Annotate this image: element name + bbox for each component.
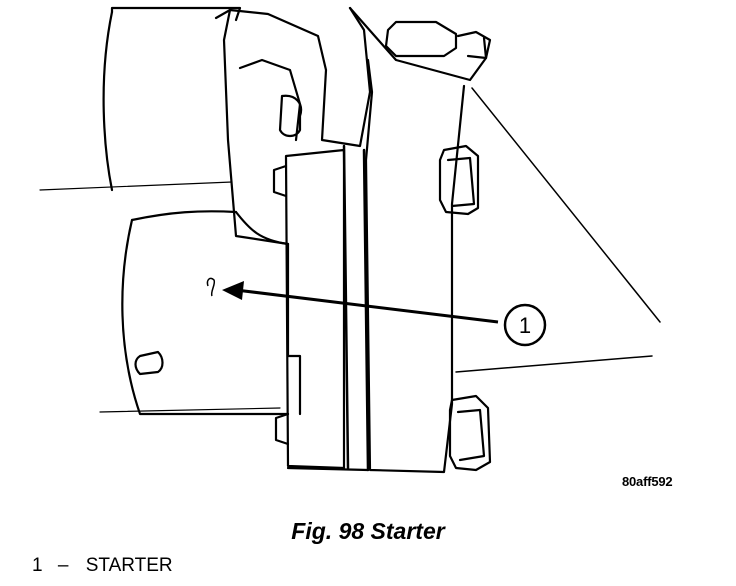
flange-outline [284, 148, 346, 470]
callout-number: 1 [519, 313, 531, 338]
starter-body-top [130, 210, 238, 222]
housing-top [348, 6, 488, 82]
mounting-plate-bottom [286, 466, 370, 472]
callout-arrow [206, 277, 499, 324]
starter-nose-slot [134, 350, 164, 376]
thin-line-upper [39, 181, 233, 191]
legend-label: STARTER [85, 555, 173, 576]
flange-stud-upper [272, 164, 288, 198]
flange-stud-lower [274, 412, 290, 446]
upper-bolt [438, 144, 480, 216]
legend-number: 1 [32, 555, 43, 576]
lower-bolt [448, 394, 492, 472]
legend-separator: – [57, 555, 69, 576]
top-bolt-washer [456, 30, 492, 60]
engine-block-outline [110, 6, 242, 22]
upper-bolt-face [446, 156, 476, 208]
thin-line-lower [99, 407, 281, 413]
legend-item: 1 – STARTER [32, 555, 173, 577]
housing-column [364, 58, 466, 474]
figure-caption: Fig. 98 Starter [291, 518, 445, 544]
callout-marker: 1 [503, 303, 547, 347]
bracket-rib [238, 58, 302, 142]
top-bolt [384, 20, 458, 58]
starter-illustration: 1 [39, 6, 661, 474]
block-right-edge [455, 355, 653, 373]
engine-left-curve [102, 10, 114, 192]
bracket-upper [214, 6, 372, 148]
figure-id-code: 80aff592 [622, 474, 673, 489]
bracket-stud [278, 94, 303, 138]
mounting-plate-right [362, 148, 370, 472]
diagonal-wire [471, 87, 661, 323]
starter-body-front [121, 218, 290, 416]
starter-solenoid-edge [286, 242, 302, 416]
lower-bolt-face [456, 408, 486, 462]
bracket-face [222, 8, 290, 246]
